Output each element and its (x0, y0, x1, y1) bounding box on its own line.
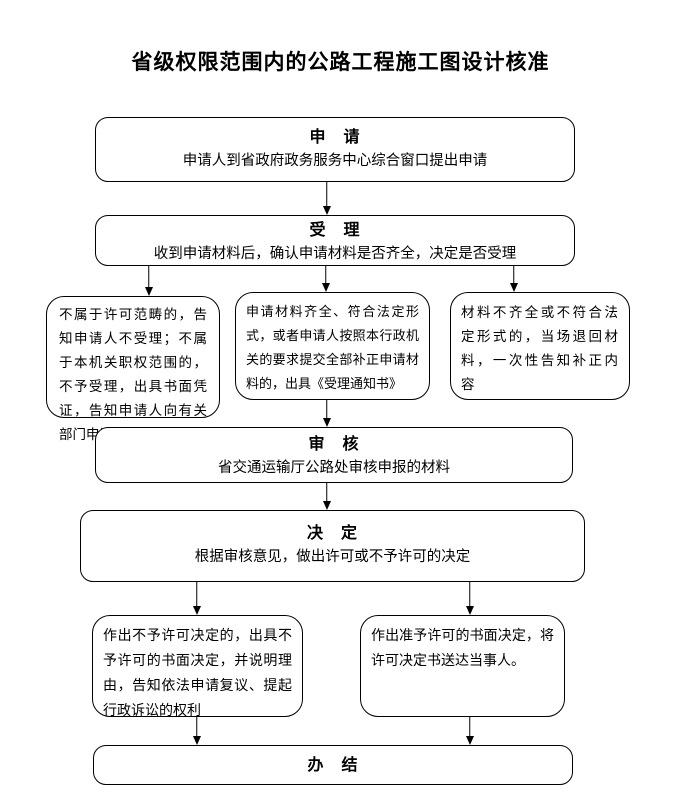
arrow-accept-to-return (509, 266, 518, 292)
arrow-head-icon (465, 736, 474, 745)
arrow-line (325, 400, 328, 420)
node-decide-desc: 根据审核意见，做出许可或不予许可的决定 (194, 549, 471, 565)
arrow-apply-to-accept (322, 182, 331, 215)
arrow-notice-to-review (322, 400, 331, 427)
arrow-decide-to-grant (465, 582, 474, 615)
node-accept-desc: 收到申请材料后，确认申请材料是否齐全，决定是否受理 (153, 246, 517, 262)
arrow-line (325, 483, 328, 503)
node-return-materials-text: 材料不齐全或不符合法定形式的，当场退回材料，一次性告知补正内容 (461, 305, 619, 392)
node-accept-notice-text: 申请材料齐全、符合法定形式，或者申请人按照本行政机关的要求提交全部补正申请材料的… (246, 304, 419, 391)
arrow-accept-to-notice (321, 266, 330, 292)
node-grant-text: 作出准予许可的书面决定，将许可决定书送达当事人。 (371, 629, 554, 669)
arrow-head-icon (465, 606, 474, 615)
arrow-line (468, 582, 471, 608)
node-apply-desc: 申请人到省政府政务服务中心综合窗口提出申请 (182, 153, 488, 169)
arrow-head-icon (322, 206, 331, 215)
arrow-head-icon (192, 606, 201, 615)
arrow-head-icon (144, 287, 153, 296)
arrow-line (468, 717, 471, 738)
arrow-deny-to-finish (192, 717, 201, 745)
arrow-line (147, 266, 150, 289)
node-grant: 作出准予许可的书面决定，将许可决定书送达当事人。 (360, 615, 565, 717)
node-deny: 作出不予许可决定的，出具不予许可的书面决定，并说明理由，告知依法申请复议、提起行… (92, 615, 303, 719)
node-apply: 申 请 申请人到省政府政务服务中心综合窗口提出申请 (95, 117, 575, 182)
node-accept-label: 受 理 (309, 222, 361, 239)
arrow-line (195, 582, 198, 608)
node-accept: 受 理 收到申请材料后，确认申请材料是否齐全，决定是否受理 (95, 215, 575, 266)
arrow-head-icon (192, 736, 201, 745)
arrow-head-icon (322, 501, 331, 510)
arrow-head-icon (322, 418, 331, 427)
arrow-accept-to-reject (144, 266, 153, 296)
node-review-desc: 省交通运输厅公路处审核申报的材料 (218, 460, 450, 476)
node-review: 审 核 省交通运输厅公路处审核申报的材料 (95, 427, 573, 483)
node-accept-notice: 申请材料齐全、符合法定形式，或者申请人按照本行政机关的要求提交全部补正申请材料的… (235, 292, 430, 400)
arrow-decide-to-deny (192, 582, 201, 615)
node-apply-label: 申 请 (309, 129, 361, 146)
arrow-review-to-decide (322, 483, 331, 510)
arrow-grant-to-finish (465, 717, 474, 745)
node-reject-scope: 不属于许可范畴的，告知申请人不受理；不属于本机关职权范围的，不予受理，出具书面凭… (46, 296, 220, 442)
node-deny-text: 作出不予许可决定的，出具不予许可的书面决定，并说明理由，告知依法申请复议、提起行… (103, 629, 292, 719)
arrow-head-icon (509, 283, 518, 292)
arrow-line (195, 717, 198, 738)
node-finish: 办 结 (93, 745, 573, 785)
node-reject-scope-text: 不属于许可范畴的，告知申请人不受理；不属于本机关职权范围的，不予受理，出具书面凭… (59, 307, 207, 442)
node-review-label: 审 核 (308, 436, 360, 453)
node-decide: 决 定 根据审核意见，做出许可或不予许可的决定 (80, 510, 585, 582)
arrow-line (325, 182, 328, 208)
arrow-line (512, 266, 515, 285)
node-decide-label: 决 定 (306, 525, 358, 542)
node-return-materials: 材料不齐全或不符合法定形式的，当场退回材料，一次性告知补正内容 (450, 292, 630, 400)
node-finish-label: 办 结 (307, 757, 359, 774)
page-title: 省级权限范围内的公路工程施工图设计核准 (131, 50, 550, 74)
arrow-head-icon (321, 283, 330, 292)
arrow-line (324, 266, 327, 285)
